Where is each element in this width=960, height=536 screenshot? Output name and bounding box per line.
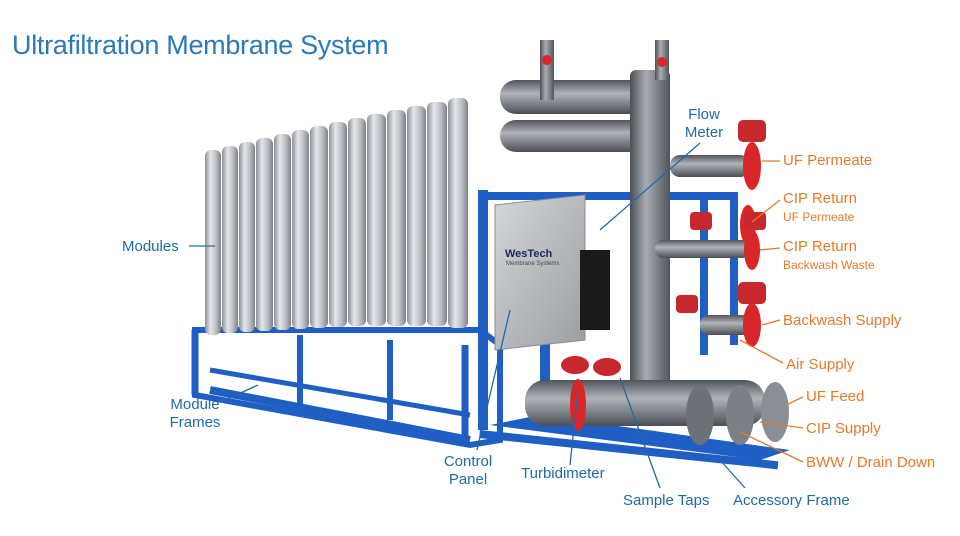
logo-tagline: Membrane Systems — [506, 261, 560, 267]
control-panel — [494, 194, 610, 351]
label-accessory-frame: Accessory Frame — [733, 492, 850, 509]
label-air-supply: Air Supply — [786, 356, 855, 373]
label-modules: Modules — [122, 238, 179, 255]
page-title: Ultrafiltration Membrane System — [12, 30, 389, 60]
label-cip-return-uf-permeate: CIP Return UF Permeate — [783, 190, 857, 224]
label-sample-taps: Sample Taps — [623, 492, 710, 509]
feed-pipes — [525, 356, 789, 445]
label-uf-permeate: UF Permeate — [783, 152, 873, 169]
label-bww-drain-down: BWW / Drain Down — [806, 454, 936, 471]
label-backwash-supply: Backwash Supply — [783, 312, 902, 329]
module-frames — [191, 327, 503, 449]
label-cip-supply: CIP Supply — [806, 420, 881, 437]
callout-lines — [189, 142, 804, 489]
header-pipes — [500, 40, 670, 410]
label-control-panel: Control Panel — [443, 453, 493, 488]
label-flow-meter: Flow Meter — [684, 106, 724, 141]
logo-text: WesTech — [505, 248, 553, 260]
membrane-modules — [205, 98, 468, 335]
valve-manifold — [655, 120, 766, 347]
westech-logo: WesTech — [505, 248, 552, 260]
label-turbidimeter: Turbidimeter — [521, 465, 605, 482]
label-cip-return-backwash-waste: CIP Return Backwash Waste — [783, 238, 875, 272]
label-uf-feed: UF Feed — [806, 388, 865, 405]
label-module-frames: Module Frames — [169, 396, 221, 431]
